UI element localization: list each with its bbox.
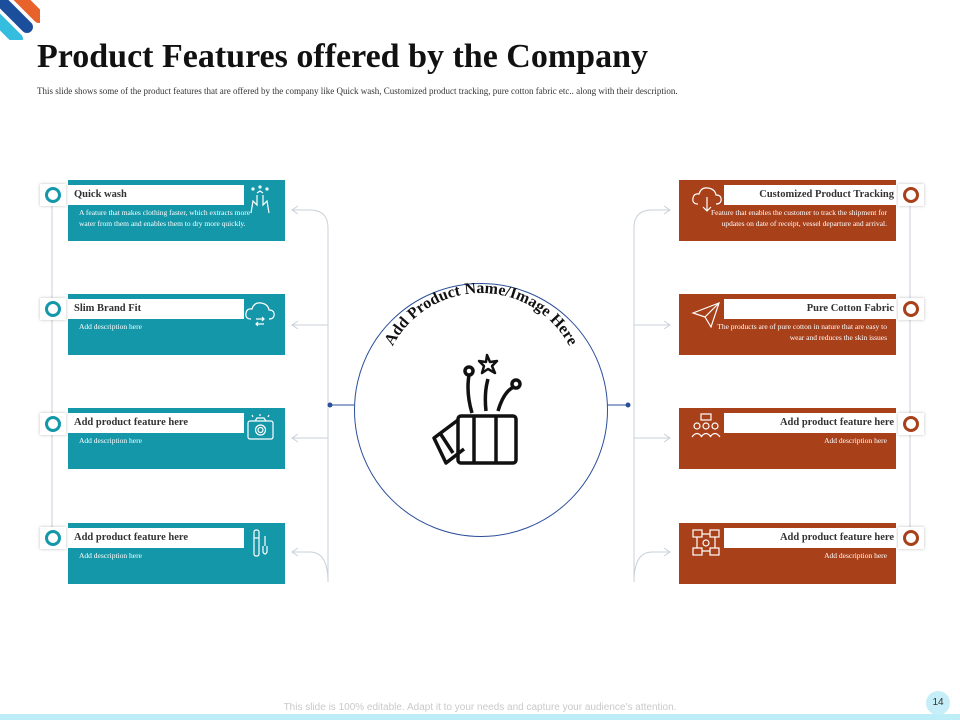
feature-card-customized-product-tracking[interactable]: Customized Product Tracking Feature that… [679,180,896,241]
feature-card-4[interactable]: Add product feature here Add description… [68,523,285,584]
paper-plane-icon [691,301,720,329]
feature-description: Add description here [79,551,142,560]
right-node-1 [898,184,924,206]
right-node-4 [898,527,924,549]
feature-description: Add description here [79,322,142,331]
people-network-icon [691,413,721,438]
left-node-2 [40,298,66,320]
feature-label: Slim Brand Fit [68,299,244,319]
feature-description: Add description here [824,436,887,445]
cloud-download-icon [692,187,722,212]
right-node-2 [898,298,924,320]
left-node-1 [40,184,66,206]
left-node-4 [40,527,66,549]
feature-label: Quick wash [68,185,244,205]
center-circle [354,283,608,537]
tools-icon [253,529,268,557]
washing-hands-icon [250,185,270,214]
feature-description: Add description here [824,551,887,560]
feature-label: Pure Cotton Fabric [724,299,896,319]
feature-description: Add description here [79,436,142,445]
feature-label: Add product feature here [724,413,896,433]
feature-card-pure-cotton-fabric[interactable]: Pure Cotton Fabric The products are of p… [679,294,896,355]
feature-card-8[interactable]: Add product feature here Add description… [679,523,896,584]
feature-label: Add product feature here [724,528,896,548]
feature-label: Customized Product Tracking [724,185,896,205]
feature-card-quick-wash[interactable]: Quick wash A feature that makes clothing… [68,180,285,241]
footer-bar [0,714,960,720]
camera-icon [247,414,274,440]
feature-description: The products are of pure cotton in natur… [717,322,887,342]
feature-description: Feature that enables the customer to tra… [711,208,887,228]
feature-card-3[interactable]: Add product feature here Add description… [68,408,285,469]
slide-subtitle: This slide shows some of the product fea… [37,86,678,96]
cloud-sync-icon [245,302,275,327]
feature-card-7[interactable]: Add product feature here Add description… [679,408,896,469]
footer-text: This slide is 100% editable. Adapt it to… [283,702,677,713]
page-number: 14 [926,691,950,715]
right-node-3 [898,413,924,435]
left-node-3 [40,413,66,435]
slide-title: Product Features offered by the Company [37,38,649,75]
feature-label: Add product feature here [68,528,244,548]
center-graphic: Add Product Name/Image Here [381,283,581,465]
feature-card-slim-brand-fit[interactable]: Slim Brand Fit Add description here [68,294,285,355]
center-label: Add Product Name/Image Here [381,283,581,348]
devices-network-icon [692,529,720,556]
feature-description: A feature that makes clothing faster, wh… [79,208,251,228]
gift-box-icon [432,353,522,465]
feature-label: Add product feature here [68,413,244,433]
